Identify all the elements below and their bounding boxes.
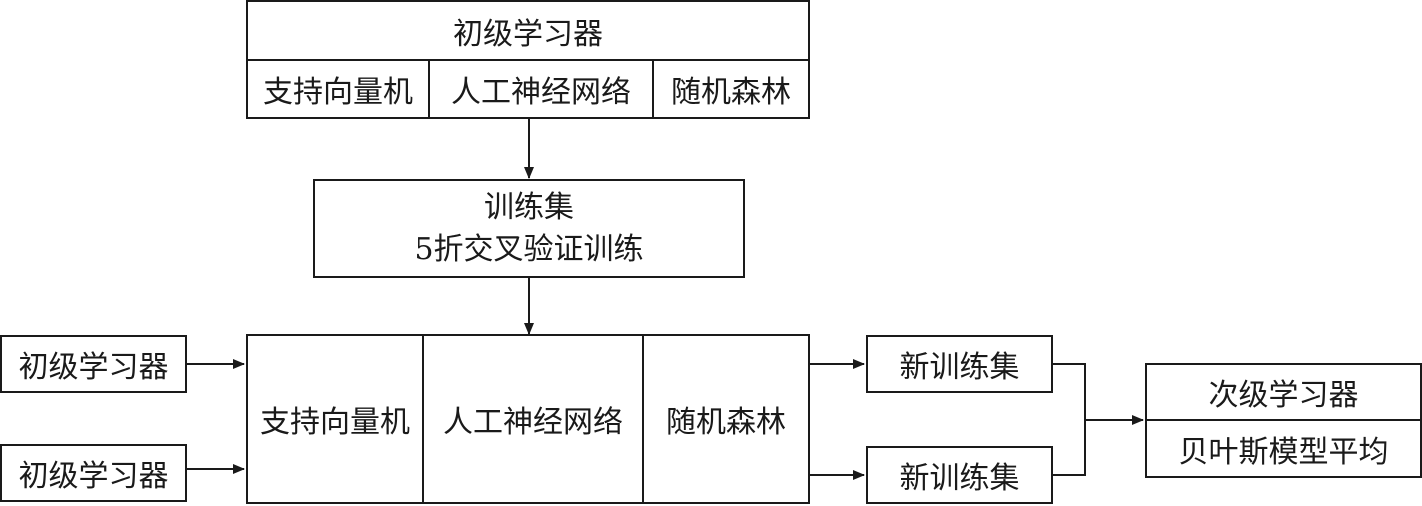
secondary-divider bbox=[1145, 419, 1422, 421]
connector-newset1-bracket bbox=[1052, 363, 1086, 420]
top-model-svm: 支持向量机 bbox=[263, 75, 413, 110]
training-set-box: 训练集 5折交叉验证训练 bbox=[313, 179, 745, 278]
top-model-ann: 人工神经网络 bbox=[451, 75, 631, 110]
new-training-set-2: 新训练集 bbox=[866, 446, 1053, 504]
left-input-2: 初级学习器 bbox=[0, 444, 187, 502]
top-group-divider bbox=[246, 59, 810, 61]
middle-model-divider-2 bbox=[642, 334, 644, 504]
left-input-1: 初级学习器 bbox=[0, 335, 187, 393]
training-set-label: 训练集 bbox=[484, 189, 574, 225]
connector-newset2-bracket bbox=[1052, 420, 1086, 476]
middle-model-rf: 随机森林 bbox=[666, 405, 786, 440]
middle-model-svm: 支持向量机 bbox=[260, 405, 410, 440]
secondary-learner-title: 次级学习器 bbox=[1208, 378, 1359, 413]
top-group-title: 初级学习器 bbox=[453, 17, 603, 52]
middle-model-group bbox=[246, 334, 810, 504]
top-model-divider-1 bbox=[428, 60, 430, 119]
new-training-set-1: 新训练集 bbox=[866, 335, 1053, 393]
top-model-divider-2 bbox=[652, 60, 654, 119]
secondary-learner-method: 贝叶斯模型平均 bbox=[1178, 434, 1389, 470]
middle-model-ann: 人工神经网络 bbox=[443, 405, 623, 440]
cross-validation-label: 5折交叉验证训练 bbox=[414, 231, 644, 267]
middle-model-divider-1 bbox=[422, 334, 424, 504]
top-model-rf: 随机森林 bbox=[671, 75, 791, 110]
